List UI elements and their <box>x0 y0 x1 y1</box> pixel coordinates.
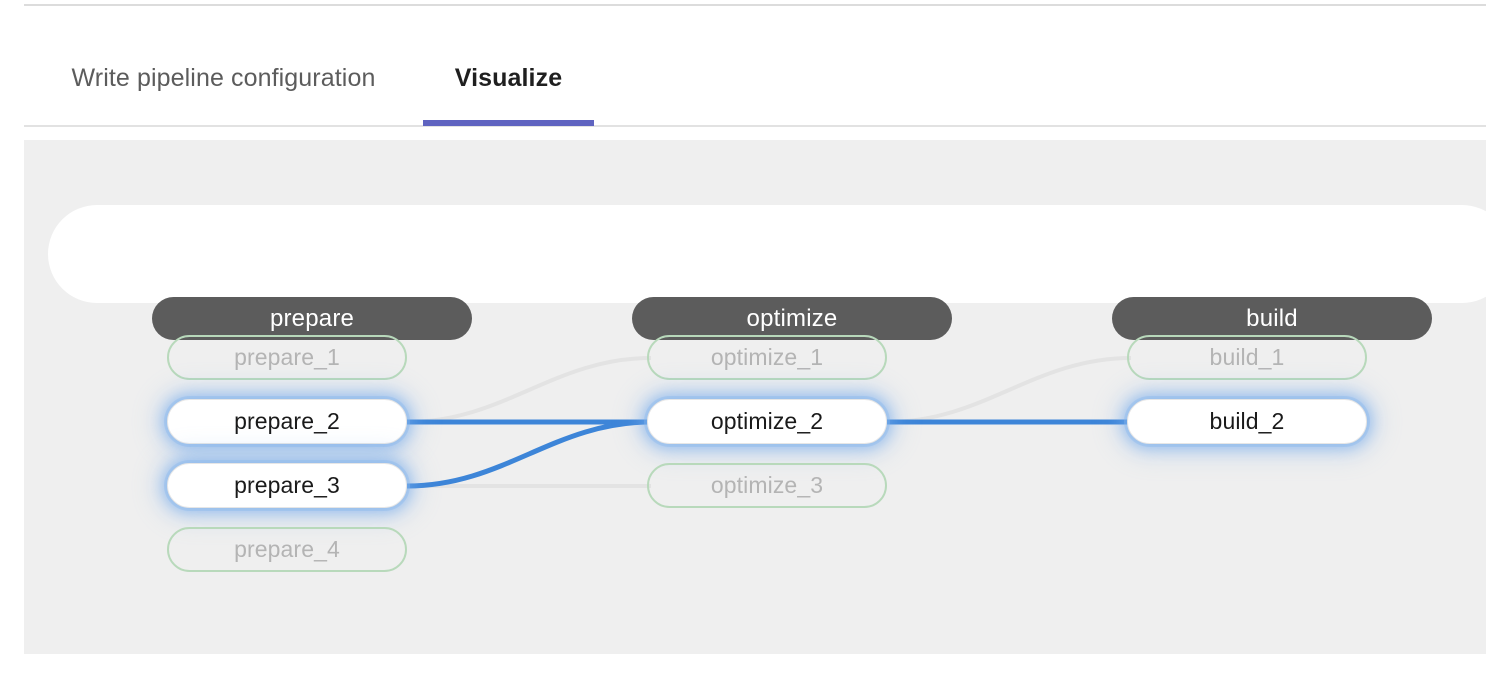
job-node-prepare_4-label: prepare_4 <box>234 536 340 562</box>
stage-pill-build[interactable]: build <box>1112 297 1432 340</box>
job-node-optimize_3-label: optimize_3 <box>710 472 824 498</box>
job-node-prepare_2-label: prepare_2 <box>234 408 340 434</box>
stage-pill-prepare[interactable]: prepare <box>152 297 472 340</box>
tab-bar: Write pipeline configuration Visualize <box>24 28 1486 127</box>
tab-visualize-label: Visualize <box>454 64 563 92</box>
job-node-prepare_2[interactable]: prepare_2 <box>167 399 407 444</box>
job-node-optimize_1-label: optimize_1 <box>710 344 824 370</box>
job-node-optimize_1[interactable]: optimize_1 <box>647 335 887 380</box>
tab-write-pipeline-configuration-label: Write pipeline configuration <box>71 64 376 92</box>
tab-bar-divider <box>24 125 1486 127</box>
top-divider <box>24 4 1486 6</box>
active-tab-indicator <box>423 120 594 126</box>
job-node-build_1[interactable]: build_1 <box>1127 335 1367 380</box>
job-node-prepare_3[interactable]: prepare_3 <box>167 463 407 508</box>
edge-prepare_3-optimize_2 <box>406 419 652 489</box>
job-node-prepare_3-label: prepare_3 <box>234 472 340 498</box>
job-node-prepare_4[interactable]: prepare_4 <box>167 527 407 572</box>
edge-optimize_2-build_1 <box>886 356 1132 424</box>
stage-pill-optimize-label: optimize <box>746 304 838 332</box>
tab-visualize[interactable]: Visualize <box>423 30 594 127</box>
stage-pill-optimize[interactable]: optimize <box>632 297 952 340</box>
job-node-optimize_2[interactable]: optimize_2 <box>647 399 887 444</box>
stage-header-bar: prepare optimize build <box>48 205 1510 340</box>
job-node-optimize_2-label: optimize_2 <box>710 408 824 434</box>
stage-pill-build-label: build <box>1246 304 1298 332</box>
job-node-prepare_1[interactable]: prepare_1 <box>167 335 407 380</box>
pipeline-graph-canvas: prepare optimize build prepare_1 prepare… <box>24 140 1510 654</box>
tab-write-pipeline-configuration[interactable]: Write pipeline configuration <box>24 30 423 127</box>
edge-prepare_2-optimize_1 <box>406 356 652 424</box>
job-node-build_1-label: build_1 <box>1209 344 1285 370</box>
job-node-build_2[interactable]: build_2 <box>1127 399 1367 444</box>
stage-pill-prepare-label: prepare <box>269 304 355 332</box>
job-node-optimize_3[interactable]: optimize_3 <box>647 463 887 508</box>
job-node-build_2-label: build_2 <box>1209 408 1285 434</box>
job-node-prepare_1-label: prepare_1 <box>234 344 340 370</box>
